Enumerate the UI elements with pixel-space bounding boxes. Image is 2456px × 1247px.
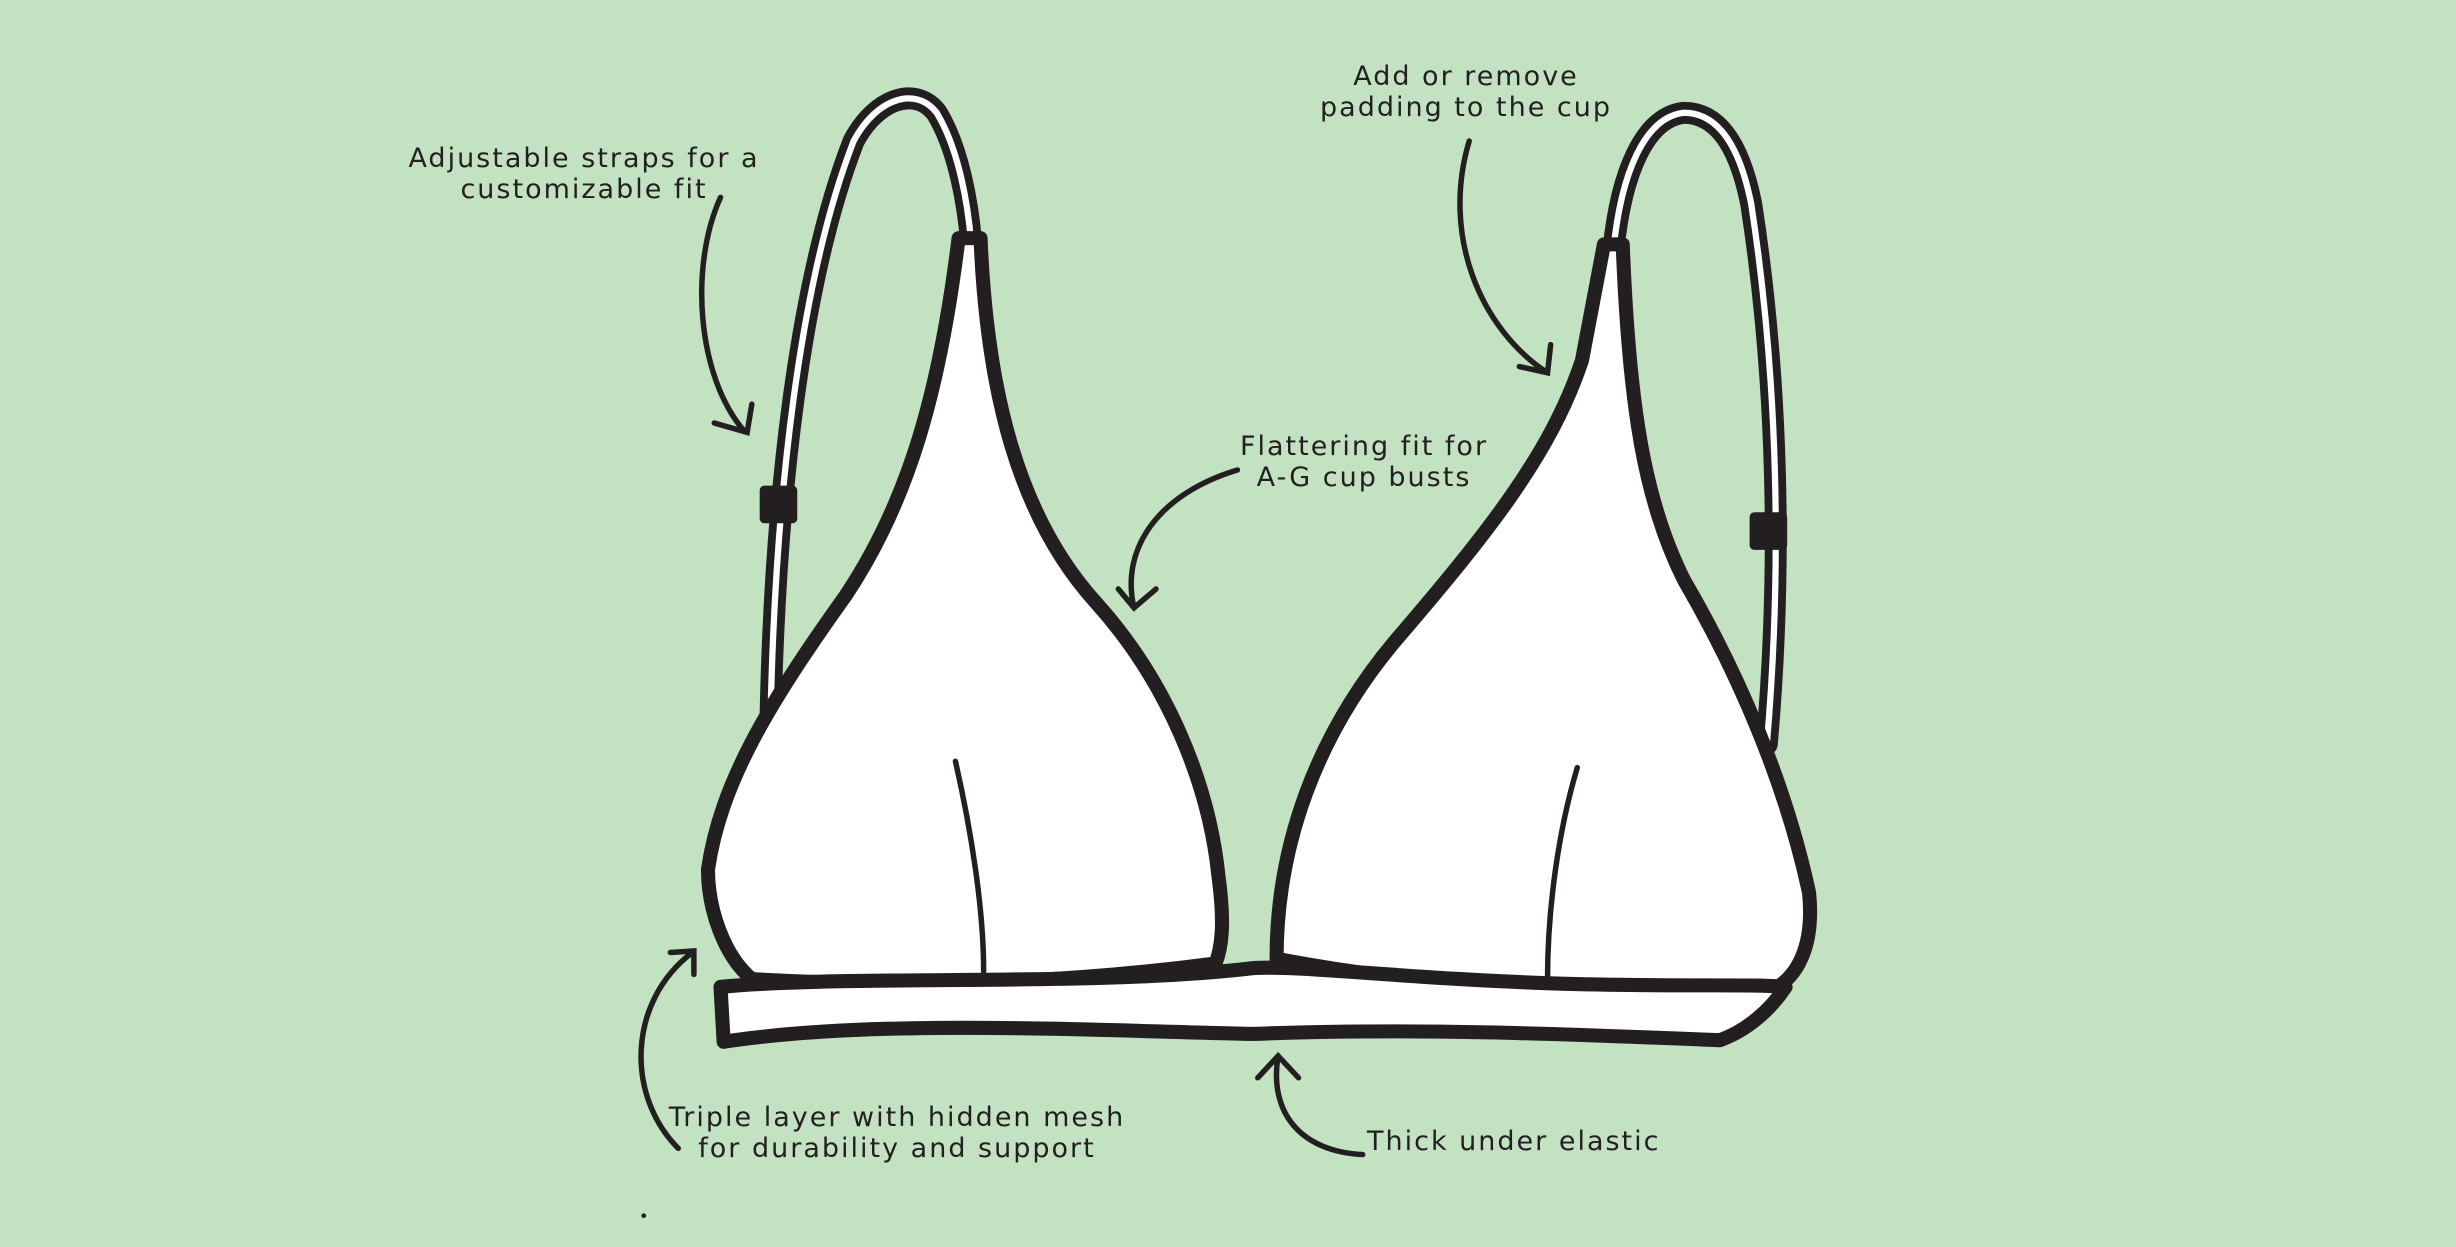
under-band	[713, 960, 1793, 1049]
elastic-line1: Thick under elastic	[1367, 1126, 1661, 1157]
straps-annotation: Adjustable straps for a customizable fit	[408, 143, 759, 205]
straps-arrow	[698, 194, 755, 436]
elastic-annotation: Thick under elastic	[1367, 1126, 1661, 1157]
right-cup-seam	[1544, 764, 1581, 982]
right-strap-slider	[1749, 512, 1788, 550]
left-strap-slider	[759, 485, 798, 524]
elastic-arrow	[1255, 1051, 1366, 1158]
padding-annotation: Add or remove padding to the cup	[1320, 61, 1612, 123]
padding-arrow	[1457, 138, 1554, 377]
layer-annotation: Triple layer with hidden mesh for durabi…	[669, 1102, 1125, 1164]
layer-line2: for durability and support	[698, 1133, 1096, 1164]
straps-line2: customizable fit	[460, 174, 708, 205]
padding-line2: padding to the cup	[1320, 92, 1612, 123]
fit-line2: A-G cup busts	[1256, 462, 1472, 493]
layer-line1: Triple layer with hidden mesh	[668, 1102, 1126, 1133]
fit-arrow	[1115, 467, 1241, 612]
fit-line1: Flattering fit for	[1239, 431, 1489, 462]
left-cup-seam	[952, 758, 987, 975]
fit-annotation: Flattering fit for A-G cup busts	[1240, 431, 1488, 493]
padding-line1: Add or remove	[1353, 61, 1579, 92]
layer-arrow	[638, 947, 697, 1152]
right-cup	[1269, 237, 1818, 999]
straps-line1: Adjustable straps for a	[408, 143, 760, 174]
